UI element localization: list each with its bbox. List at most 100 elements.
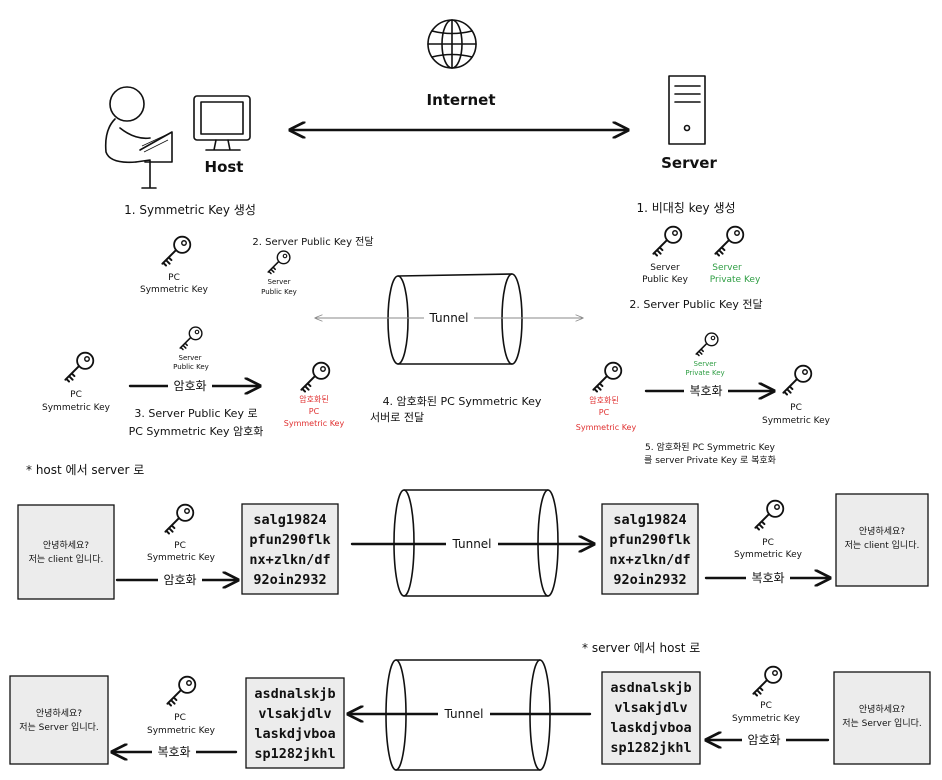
flow1-cipher-line: salg19824 xyxy=(253,512,326,528)
key-icon xyxy=(64,351,95,383)
server-label: Server xyxy=(661,154,717,172)
pc-key-label-1: PC xyxy=(168,273,180,283)
flow1-key-1: PC xyxy=(174,541,186,551)
flow2-cipher-right-line: sp1282jkhl xyxy=(610,740,691,756)
server-pub-small-1: Server xyxy=(268,278,291,286)
flow1-encrypt-label: 암호화 xyxy=(163,573,196,587)
flow2-left-message-box xyxy=(9,675,109,765)
step3-line2: PC Symmetric Key 암호화 xyxy=(129,425,264,438)
flow1-cipher-right-line: salg19824 xyxy=(613,512,686,528)
flow2-right-key-2: Symmetric Key xyxy=(732,714,801,724)
flow1-tunnel-label: Tunnel xyxy=(451,537,491,551)
flow2-right-message-box xyxy=(833,671,931,765)
step4-line2: 서버로 전달 xyxy=(370,411,424,424)
flow1-left-message-box xyxy=(17,504,115,600)
left-pc-key-2: Symmetric Key xyxy=(42,403,111,413)
step5-line1: 5. 암호화된 PC Symmetric Key xyxy=(645,441,776,453)
flow1-cipher-box-right xyxy=(601,503,699,595)
right-encrypted-2: PC xyxy=(599,408,610,417)
decrypt-priv-2: Private Key xyxy=(685,369,724,377)
key-icon xyxy=(267,250,291,275)
flow2-decrypt-label: 복호화 xyxy=(157,745,190,759)
flow1-right-key-2: Symmetric Key xyxy=(734,550,803,560)
flow1-cipher-line: 92oin2932 xyxy=(253,572,326,588)
flow1-cipher-right-line: 92oin2932 xyxy=(613,572,686,588)
flow2-tunnel-label: Tunnel xyxy=(443,707,483,721)
encrypt-pub-1: Server xyxy=(179,354,202,362)
flow2-cipher-right-line: laskdjvboa xyxy=(610,720,691,736)
server-pub-1: Server xyxy=(650,263,680,273)
encrypted-key-1: 암호화된 xyxy=(299,394,328,404)
key-icon xyxy=(164,503,195,535)
server-priv-2: Private Key xyxy=(710,275,761,285)
decrypt-arrow-label: 복호화 xyxy=(689,384,722,398)
flow2-cipher-line: vlsakjdlv xyxy=(258,706,331,722)
flow1-right-key-1: PC xyxy=(762,538,774,548)
step4-line1: 4. 암호화된 PC Symmetric Key xyxy=(383,395,542,408)
encrypted-key-2: PC xyxy=(309,407,320,416)
monitor-icon xyxy=(193,95,251,151)
key-icon xyxy=(300,361,331,393)
encrypted-key-3: Symmetric Key xyxy=(284,419,345,428)
flow1-cipher-line: pfun290flk xyxy=(249,532,330,548)
flow1-heading: * host 에서 server 로 xyxy=(26,463,144,477)
host-step2: 2. Server Public Key 전달 xyxy=(252,236,373,248)
key-icon xyxy=(179,326,203,351)
flow2-cipher-right-line: vlsakjdlv xyxy=(614,700,687,716)
step3-line1: 3. Server Public Key 로 xyxy=(134,407,257,420)
flow2-heading: * server 에서 host 로 xyxy=(582,641,700,655)
key-icon xyxy=(592,361,623,393)
encrypt-arrow-label: 암호화 xyxy=(173,379,206,393)
key-icon xyxy=(695,332,719,357)
flow1-right-box-2: 저는 client 입니다. xyxy=(845,539,920,551)
right-pc-key-2: Symmetric Key xyxy=(762,416,831,426)
globe-icon xyxy=(427,19,477,69)
key-icon xyxy=(652,225,683,257)
tunnel-label: Tunnel xyxy=(428,311,468,325)
flow1-cipher-line: nx+zlkn/df xyxy=(249,552,330,568)
flow2-right-key-1: PC xyxy=(760,701,772,711)
key-icon xyxy=(782,364,813,396)
step5-line2: 를 server Private Key 로 복호화 xyxy=(644,455,776,466)
key-icon xyxy=(752,665,783,697)
host-label: Host xyxy=(205,158,244,176)
flow2-key-1: PC xyxy=(174,713,186,723)
flow2-left-box-2: 저는 Server 입니다. xyxy=(19,721,99,733)
server-priv-1: Server xyxy=(712,263,742,273)
key-icon xyxy=(166,675,197,707)
flow2-cipher-line: asdnalskjb xyxy=(254,686,335,702)
flow1-right-box-1: 안녕하세요? xyxy=(859,526,905,537)
encrypt-pub-2: Public Key xyxy=(173,363,209,371)
flow2-encrypt-label: 암호화 xyxy=(747,733,780,747)
server-pub-2: Public Key xyxy=(642,275,688,285)
server-icon xyxy=(668,75,706,145)
host-step1: 1. Symmetric Key 생성 xyxy=(124,203,256,217)
flow2-cipher-right-line: asdnalskjb xyxy=(610,680,691,696)
left-pc-key-1: PC xyxy=(70,390,82,400)
flow2-key-2: Symmetric Key xyxy=(147,726,216,736)
flow1-right-message-box xyxy=(835,493,929,587)
key-icon xyxy=(161,235,192,267)
flow1-left-box-1: 안녕하세요? xyxy=(43,540,89,551)
flow2-cipher-box-left xyxy=(245,677,345,769)
flow2-cipher-line: sp1282jkhl xyxy=(254,746,335,762)
decrypt-priv-1: Server xyxy=(694,360,717,368)
flow2-cipher-box-right xyxy=(601,671,701,765)
flow2-cipher-line: laskdjvboa xyxy=(254,726,335,742)
internet-label: Internet xyxy=(426,91,495,109)
server-step1: 1. 비대칭 key 생성 xyxy=(636,201,735,215)
server-step2: 2. Server Public Key 전달 xyxy=(629,298,762,311)
flow2-right-box-2: 저는 Server 입니다. xyxy=(842,717,922,729)
flow2-right-box-1: 안녕하세요? xyxy=(859,704,905,715)
flow2-left-box-1: 안녕하세요? xyxy=(36,708,82,719)
flow1-left-box-2: 저는 client 입니다. xyxy=(29,553,104,565)
flow1-cipher-right-line: pfun290flk xyxy=(609,532,690,548)
flow1-cipher-box xyxy=(241,503,339,595)
pc-key-label-2: Symmetric Key xyxy=(140,285,209,295)
key-icon xyxy=(714,225,745,257)
flow1-decrypt-label: 복호화 xyxy=(751,571,784,585)
right-encrypted-1: 암호화된 xyxy=(589,395,618,405)
flow1-key-2: Symmetric Key xyxy=(147,553,216,563)
server-pub-small-2: Public Key xyxy=(261,288,297,296)
